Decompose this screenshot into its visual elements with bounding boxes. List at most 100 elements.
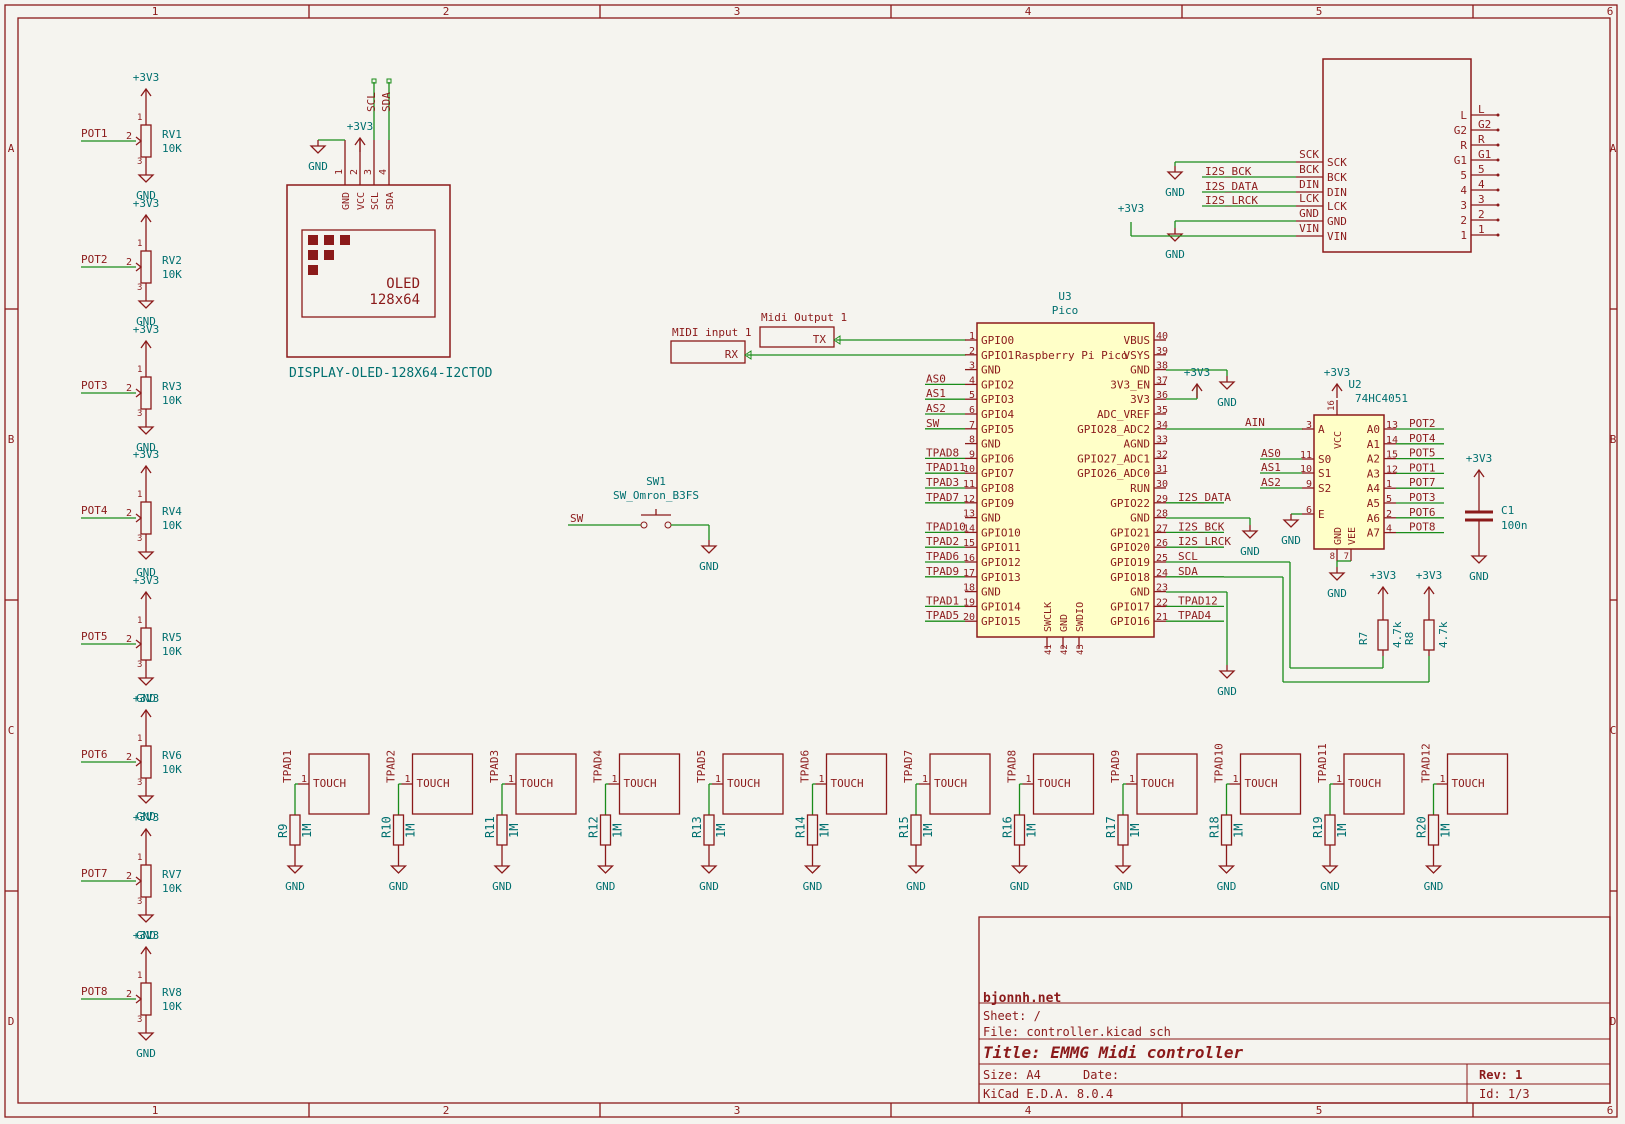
pico-pin-name: 3V3 bbox=[1130, 393, 1150, 406]
pico-pin-num: 15 bbox=[963, 538, 975, 549]
pico-pin-num: 2 bbox=[969, 346, 975, 357]
touch-res-value: 1M bbox=[921, 824, 935, 838]
gnd-symbol: GND bbox=[136, 1027, 156, 1060]
oled-pixel bbox=[324, 235, 334, 245]
v33-label: +3V3 bbox=[1466, 452, 1493, 465]
gnd-triangle bbox=[803, 865, 822, 874]
pico-pin-num: 1 bbox=[969, 331, 975, 342]
pico-pin-name: GPIO17 bbox=[1110, 600, 1150, 613]
gnd-triangle bbox=[137, 551, 155, 560]
gnd-triangle bbox=[493, 865, 511, 874]
pico-pin-num: 10 bbox=[963, 464, 975, 475]
mux-pin-num: 4 bbox=[1386, 524, 1392, 535]
v33-label: +3V3 bbox=[133, 811, 160, 824]
touch-net-label: TPAD1 bbox=[281, 750, 294, 783]
frame-col-label: 1 bbox=[152, 1104, 159, 1117]
pico-pin-name: GPIO6 bbox=[981, 452, 1014, 465]
title-company: bjonnh.net bbox=[983, 991, 1061, 1006]
oled-pixel bbox=[308, 265, 318, 275]
pot-value: 10K bbox=[162, 1000, 182, 1013]
pico-net-label: TPAD6 bbox=[926, 550, 959, 563]
dac-pin-label: LCK bbox=[1299, 192, 1319, 205]
pico-pin-name: GND bbox=[981, 438, 1001, 451]
pot-value: 10K bbox=[162, 394, 182, 407]
pico-title: Raspberry Pi Pico bbox=[1015, 349, 1128, 362]
gnd-symbol: GND bbox=[803, 860, 822, 893]
frame-row-label: C bbox=[8, 724, 15, 737]
touch-res-value: 1M bbox=[714, 824, 728, 838]
pot-pin-num: 1 bbox=[137, 490, 142, 500]
touch-res-ref: R11 bbox=[483, 816, 497, 838]
pico-pin-name: GND bbox=[981, 512, 1001, 525]
touch-pin-num: 1 bbox=[1336, 774, 1342, 785]
i2s-dac-module: SCKSCKBCKBCKI2S_BCKDINDINI2S_DATALCKLCKI… bbox=[1118, 58, 1500, 261]
touch-label: TOUCH bbox=[313, 777, 346, 790]
touch-net-label: TPAD9 bbox=[1109, 750, 1122, 783]
v33-label: +3V3 bbox=[1118, 202, 1145, 215]
mux-pin-num: 11 bbox=[1300, 450, 1312, 461]
v33-symbol: +3V3 bbox=[133, 929, 159, 961]
mux-pin-name: A7 bbox=[1367, 527, 1380, 540]
pico-pin-num: 9 bbox=[969, 449, 975, 460]
mux-pin-num: 12 bbox=[1386, 464, 1398, 475]
mux-pin-name: GND bbox=[1333, 527, 1344, 545]
gnd-triangle bbox=[1282, 519, 1300, 528]
pico-pin-name: SWDIO bbox=[1075, 602, 1086, 632]
gnd-symbol: GND bbox=[1240, 525, 1260, 558]
v33-symbol: +3V3 bbox=[1416, 569, 1442, 601]
dac-out-end bbox=[1496, 113, 1500, 117]
v33-symbol: +3V3 bbox=[133, 323, 160, 355]
gnd-symbol: GND bbox=[136, 909, 156, 942]
pico-net-label: TPAD12 bbox=[1178, 594, 1218, 607]
pico-pin-name: ADC_VREF bbox=[1097, 408, 1150, 421]
pot-pin-num: 3 bbox=[137, 409, 142, 419]
pico-net-label: I2S_DATA bbox=[1178, 491, 1231, 504]
dac-out-name: 3 bbox=[1460, 199, 1467, 212]
pot-value: 10K bbox=[162, 763, 182, 776]
pico-pin-num: 42 bbox=[1060, 644, 1070, 655]
midi-out-label: Midi Output 1 bbox=[761, 311, 847, 324]
gnd-label: GND bbox=[1010, 880, 1030, 893]
touch-pin-num: 1 bbox=[612, 774, 618, 785]
pot-pin-num: 3 bbox=[137, 157, 142, 167]
dac-out-name: R bbox=[1460, 139, 1467, 152]
gnd-triangle bbox=[137, 426, 155, 435]
dac-out-label: G1 bbox=[1478, 148, 1491, 161]
pot-pin-num: 1 bbox=[137, 113, 142, 123]
v33-label: +3V3 bbox=[133, 692, 160, 705]
gnd-label: GND bbox=[136, 929, 156, 942]
title-tool: KiCad E.D.A. 8.0.4 bbox=[983, 1087, 1113, 1101]
frame-row-label: D bbox=[8, 1015, 15, 1028]
pico-pin-name: GPIO19 bbox=[1110, 556, 1150, 569]
touch-res-ref: R18 bbox=[1208, 816, 1222, 838]
touch-res-value: 1M bbox=[611, 824, 625, 838]
mux-pin-name: A4 bbox=[1367, 482, 1381, 495]
touch-pin-num: 1 bbox=[1233, 774, 1239, 785]
pico-pin-name: GPIO20 bbox=[1110, 541, 1150, 554]
mux-value: 74HC4051 bbox=[1355, 392, 1408, 405]
dac-out-end bbox=[1496, 173, 1500, 177]
dac-pin-label: GND bbox=[1299, 207, 1319, 220]
pico-pin-num: 36 bbox=[1156, 390, 1168, 401]
mux-net-label: POT5 bbox=[1409, 447, 1436, 460]
pot-value: 10K bbox=[162, 519, 182, 532]
gnd-triangle bbox=[1424, 865, 1443, 874]
dac-pin-label: BCK bbox=[1299, 163, 1319, 176]
pico-pin-name: GPIO26_ADC0 bbox=[1077, 467, 1150, 480]
gnd-symbol: GND bbox=[906, 860, 926, 893]
v33-symbol: +3V3 bbox=[133, 197, 159, 229]
v33-label: +3V3 bbox=[133, 323, 160, 336]
gnd-triangle bbox=[1114, 865, 1132, 874]
sw-net: SW bbox=[570, 512, 584, 525]
dac-out-end bbox=[1496, 203, 1500, 207]
pot-pin-num: 1 bbox=[137, 616, 142, 626]
pico-pin-name: GPIO13 bbox=[981, 571, 1021, 584]
pico-pin-name: GPIO10 bbox=[981, 526, 1021, 539]
